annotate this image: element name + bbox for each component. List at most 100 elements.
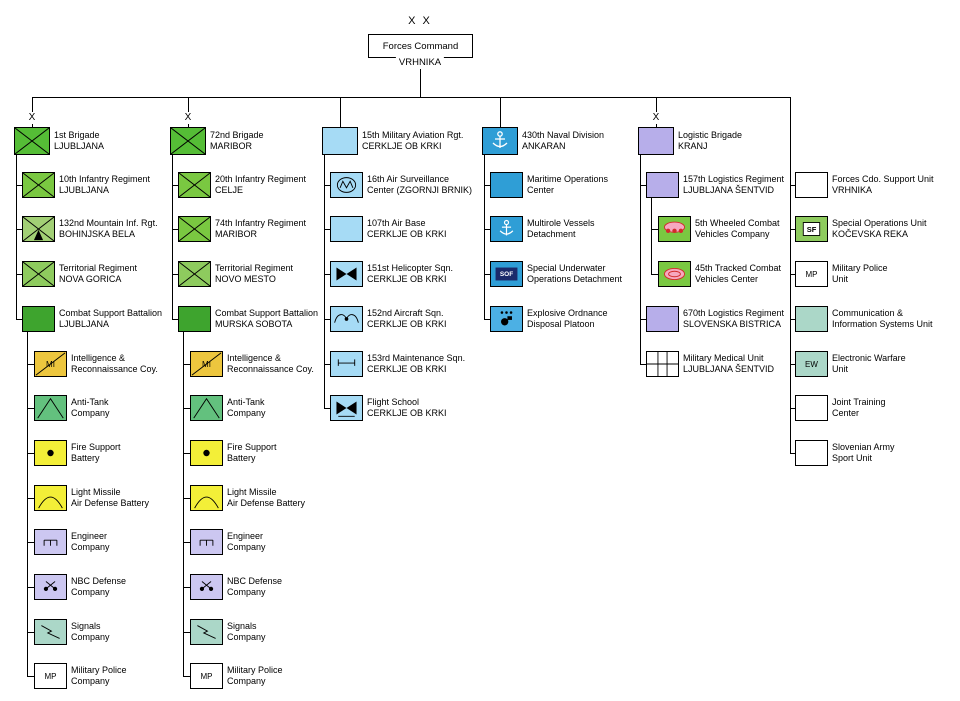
- unit-symbol-box: [34, 619, 67, 645]
- unit-name: 152nd Aircraft Sqn.: [367, 308, 444, 318]
- unit-echelon: X: [182, 112, 194, 124]
- unit-symbol-box: SF: [795, 216, 828, 242]
- unit-location: CERKLJE OB KRKI: [367, 229, 447, 239]
- unit-symbol-box: MI: [34, 351, 67, 377]
- unit-symbol-box: [490, 216, 523, 242]
- recon-slash-icon: [35, 352, 66, 376]
- unit-name: Communication &: [832, 308, 904, 318]
- anti-tank-chevron-icon: [37, 397, 64, 419]
- forces-command-echelon: X X: [408, 15, 432, 27]
- unit-symbol-box: [34, 529, 67, 555]
- connector-line: [172, 229, 178, 230]
- unit-name: Forces Cdo. Support Unit: [832, 174, 934, 184]
- unit-location: Company: [227, 408, 266, 418]
- unit-location: ANKARAN: [522, 141, 566, 151]
- connector-line: [324, 155, 325, 408]
- unit-symbol-box: [490, 306, 523, 332]
- connector-line: [790, 229, 795, 230]
- unit-location: Disposal Platoon: [527, 319, 595, 329]
- helicopter-bowtie-icon: [336, 267, 357, 281]
- connector-line: [790, 97, 791, 453]
- unit-location: Company: [71, 587, 110, 597]
- artillery-dot-icon: [203, 449, 210, 457]
- connector-line: [640, 364, 646, 365]
- unit-location: Company: [71, 408, 110, 418]
- connector-line: [27, 632, 34, 633]
- unit-location: MARIBOR: [210, 141, 253, 151]
- connector-line: [640, 155, 641, 364]
- unit-location: Air Defense Battery: [71, 498, 150, 508]
- unit-location: Center (ZGORNJI BRNIK): [367, 185, 473, 195]
- unit-symbol-text: EW: [805, 359, 818, 369]
- unit-symbol-box: [330, 216, 363, 242]
- unit-name: 1st Brigade: [54, 130, 100, 140]
- unit-symbol-text: SF: [806, 224, 817, 234]
- connector-line: [27, 332, 28, 676]
- unit-echelon: X: [650, 112, 662, 124]
- connector-line: [651, 198, 652, 274]
- infantry-cross-icon: [179, 217, 210, 241]
- unit-label: 132nd Mountain Inf. Rgt.BOHINJSKA BELA: [59, 218, 158, 240]
- connector-line: [27, 364, 34, 365]
- unit-symbol-box: MI: [190, 351, 223, 377]
- unit-name: Flight School: [367, 397, 420, 407]
- unit-symbol-box: [330, 306, 363, 332]
- connector-line: [790, 274, 795, 275]
- unit-label: Intelligence &Reconnaissance Coy.: [71, 353, 158, 375]
- unit-symbol-box: [190, 440, 223, 466]
- infantry-cross-icon: [171, 128, 205, 154]
- unit-location: Information Systems Unit: [832, 319, 933, 329]
- unit-name: NBC Defense: [227, 576, 283, 586]
- unit-location: LJUBLJANA: [59, 185, 110, 195]
- unit-symbol-box: [330, 395, 363, 421]
- anchor-icon: [499, 219, 514, 236]
- unit-name: Maritime Operations: [527, 174, 609, 184]
- unit-name: 45th Tracked Combat: [695, 263, 782, 273]
- wheeled-vehicles-icon: [664, 221, 685, 234]
- unit-symbol-box: SOF: [490, 261, 523, 287]
- unit-symbol-box: [490, 172, 523, 198]
- unit-symbol-box: [658, 261, 691, 287]
- signals-flash-icon: [41, 625, 60, 639]
- unit-name: Fire Support: [227, 442, 277, 452]
- unit-label: Communication &Information Systems Unit: [832, 308, 933, 330]
- sf-badge-icon: [802, 222, 821, 236]
- unit-symbol-box: [190, 529, 223, 555]
- unit-symbol-box: [178, 306, 211, 332]
- infantry-cross-icon: [179, 262, 210, 286]
- eod-symbol-icon: [500, 311, 513, 326]
- unit-name: Territorial Regiment: [215, 263, 294, 273]
- unit-label: 151st Helicopter Sqn.CERKLJE OB KRKI: [367, 263, 453, 285]
- unit-location: Operations Detachment: [527, 274, 623, 284]
- unit-location: NOVO MESTO: [215, 274, 276, 284]
- unit-name: Special Operations Unit: [832, 218, 927, 228]
- connector-line: [183, 332, 184, 676]
- unit-location: CERKLJE OB KRKI: [362, 141, 442, 151]
- unit-name: 72nd Brigade: [210, 130, 264, 140]
- nbc-retorts-icon: [43, 581, 58, 591]
- connector-line: [172, 274, 178, 275]
- unit-symbol-box: [330, 172, 363, 198]
- connector-line: [16, 229, 22, 230]
- connector-line: [183, 453, 190, 454]
- unit-location: LJUBLJANA: [54, 141, 105, 151]
- unit-location: LJUBLJANA ŠENTVID: [683, 185, 775, 195]
- unit-name: Light Missile: [71, 487, 121, 497]
- unit-location: SLOVENSKA BISTRICA: [683, 319, 782, 329]
- unit-label: 153rd Maintenance Sqn.CERKLJE OB KRKI: [367, 353, 465, 375]
